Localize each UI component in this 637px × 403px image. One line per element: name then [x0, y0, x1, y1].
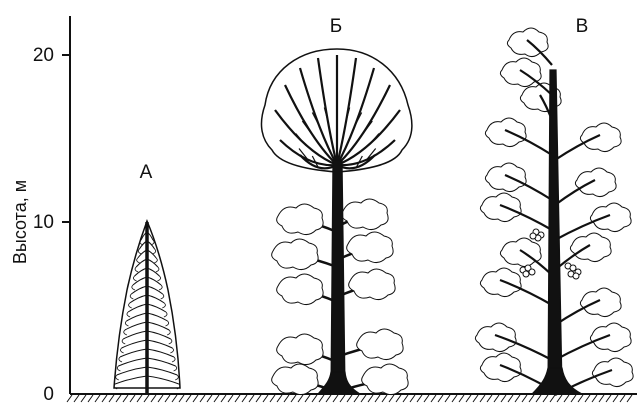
tree-c [475, 28, 633, 395]
y-tick-label-10: 10 [33, 212, 54, 233]
ground [67, 394, 637, 402]
y-tick-label-0: 0 [43, 384, 54, 403]
tree-b-label: Б [330, 16, 342, 37]
y-axis [62, 16, 70, 394]
tree-a-label: А [140, 162, 153, 183]
y-axis-label: Высота, м [10, 180, 30, 264]
tree-b [261, 49, 411, 395]
tree-c-label: В [576, 16, 589, 37]
y-tick-label-20: 20 [33, 45, 54, 66]
tree-a [114, 221, 180, 394]
